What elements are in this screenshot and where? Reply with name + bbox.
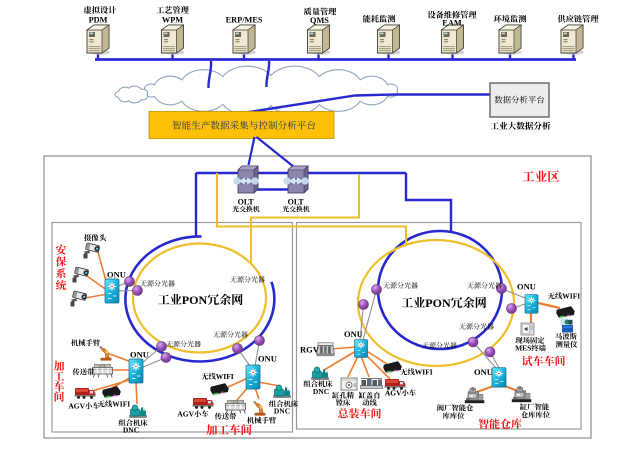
- svg-text:WIFI: WIFI: [112, 400, 130, 409]
- svg-text:AGV: AGV: [68, 402, 85, 411]
- svg-text:QMS: QMS: [310, 16, 329, 25]
- svg-text:OLT: OLT: [288, 198, 305, 207]
- svg-text:ONU: ONU: [107, 270, 126, 280]
- svg-text:WIFI: WIFI: [562, 292, 580, 301]
- svg-text:WIFI: WIFI: [415, 368, 433, 377]
- svg-text:ONU: ONU: [517, 282, 536, 292]
- svg-text:ONU: ONU: [344, 329, 363, 339]
- svg-text:ONU: ONU: [258, 354, 277, 364]
- svg-text:MES: MES: [515, 344, 531, 353]
- svg-text:DNC: DNC: [313, 387, 329, 396]
- svg-text:PDM: PDM: [89, 15, 108, 24]
- svg-text:WIFI: WIFI: [216, 372, 234, 381]
- svg-text:DNC: DNC: [274, 407, 290, 416]
- svg-text:OLT: OLT: [238, 198, 255, 207]
- svg-text:RGV: RGV: [300, 345, 320, 355]
- svg-text:PON: PON: [182, 293, 208, 307]
- svg-text:DNC: DNC: [123, 426, 139, 435]
- svg-text:AGV: AGV: [385, 389, 402, 398]
- svg-text:EAM: EAM: [442, 19, 462, 28]
- svg-text:WPM: WPM: [162, 15, 183, 24]
- svg-text:AGV: AGV: [177, 410, 194, 419]
- svg-text:ONU: ONU: [130, 350, 149, 360]
- svg-text:ONU: ONU: [474, 367, 493, 377]
- svg-text:ERP/MES: ERP/MES: [226, 15, 263, 24]
- svg-text:PON: PON: [425, 296, 451, 310]
